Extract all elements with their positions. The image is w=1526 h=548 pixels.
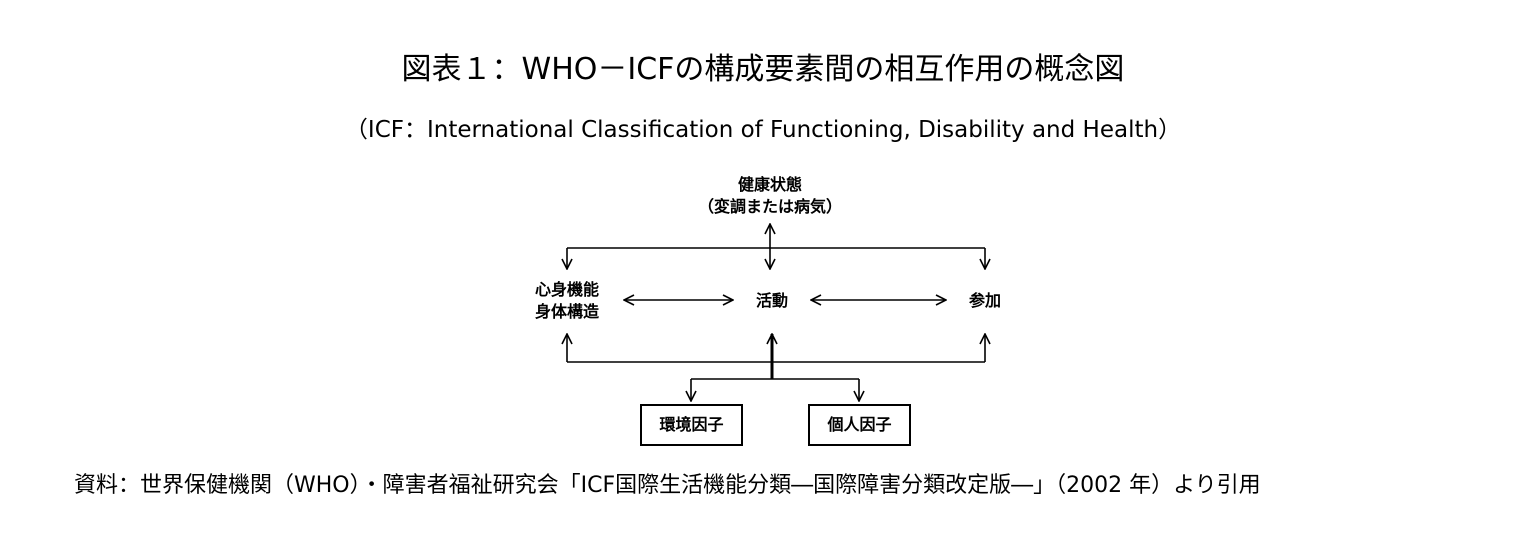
node-participation: 参加	[968, 291, 1001, 310]
health-label: 健康状態	[737, 175, 802, 194]
node-environmental-factors: 環境因子	[640, 404, 743, 446]
health-sublabel: （変調または病気）	[697, 197, 842, 216]
node-activity: 活動	[755, 291, 788, 310]
page-title: 図表１：WHO－ICFの構成要素間の相互作用の概念図	[401, 52, 1125, 87]
body-structures-label: 身体構造	[534, 302, 599, 321]
node-personal-factors: 個人因子	[808, 404, 911, 446]
body-functions-label: 心身機能	[534, 280, 599, 299]
node-health-condition: 健康状態 （変調または病気）	[690, 174, 850, 218]
source-note: 資料：世界保健機関（WHO）・障害者福祉研究会「ICF国際生活機能分類―国際障害…	[74, 473, 1261, 498]
page-subtitle: （ICF：International Classification of Fun…	[344, 117, 1182, 143]
node-body-functions: 心身機能 身体構造	[517, 279, 617, 323]
